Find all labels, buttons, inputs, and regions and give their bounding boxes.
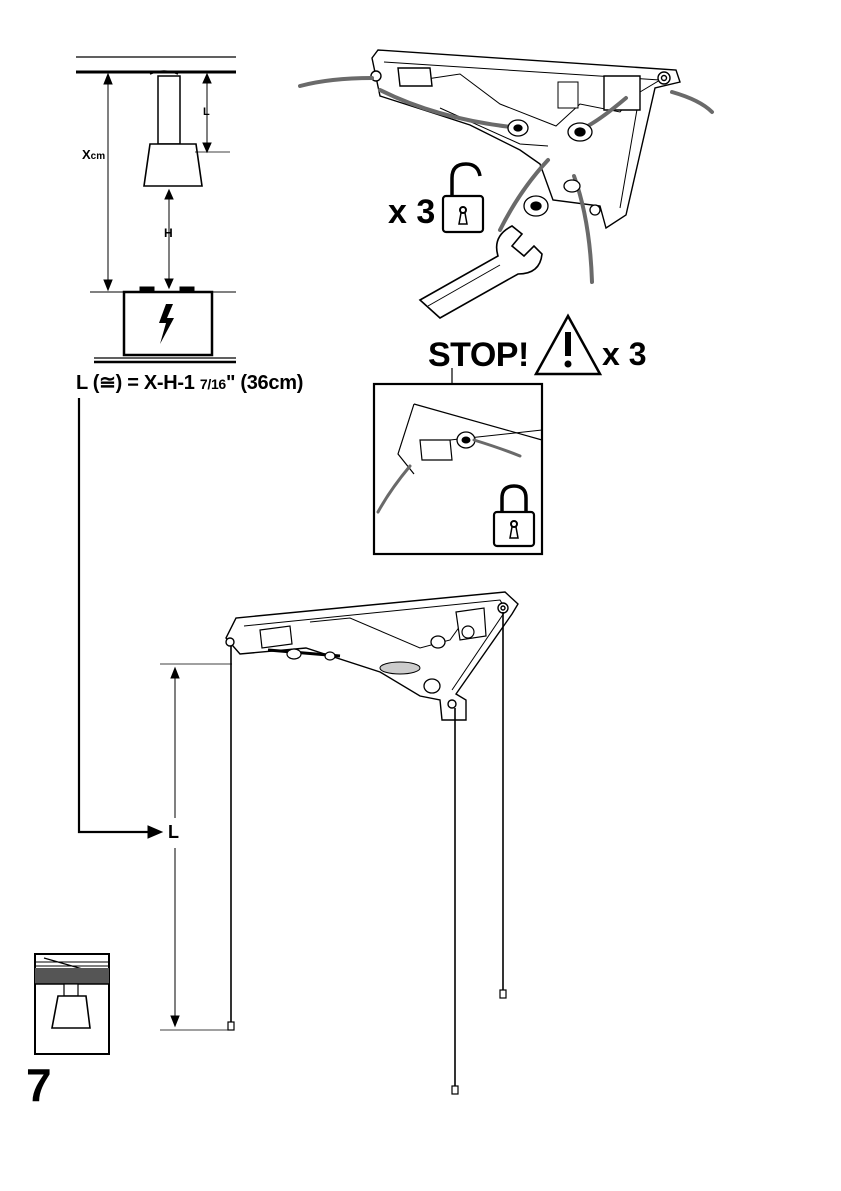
step-number: 7 <box>26 1058 52 1112</box>
bracket-hanging-cables <box>226 592 518 1094</box>
warning-triangle-icon <box>536 316 600 374</box>
bracket-detail-top <box>300 50 712 318</box>
hood-shade <box>144 144 202 186</box>
cable-length-dimension <box>160 664 232 1030</box>
x-dimension-label: Xcm <box>82 147 105 162</box>
stop-warning-text: STOP! <box>428 336 529 375</box>
step-thumbnail <box>35 954 109 1054</box>
cable-length-label: L <box>168 822 179 843</box>
height-diagram <box>76 57 236 362</box>
wrench-icon <box>420 226 542 318</box>
h-dimension-label: H <box>164 226 173 240</box>
lock-multiplier: x 3 <box>388 193 435 232</box>
l-dimension-label-top: L <box>203 106 210 118</box>
length-formula: L (≅) = X-H-1 7/16" (36cm) <box>76 370 303 395</box>
stop-multiplier: x 3 <box>602 336 646 373</box>
formula-connector <box>79 398 162 838</box>
hood-shade-thumb <box>52 996 90 1028</box>
lock-open-icon <box>443 164 483 232</box>
